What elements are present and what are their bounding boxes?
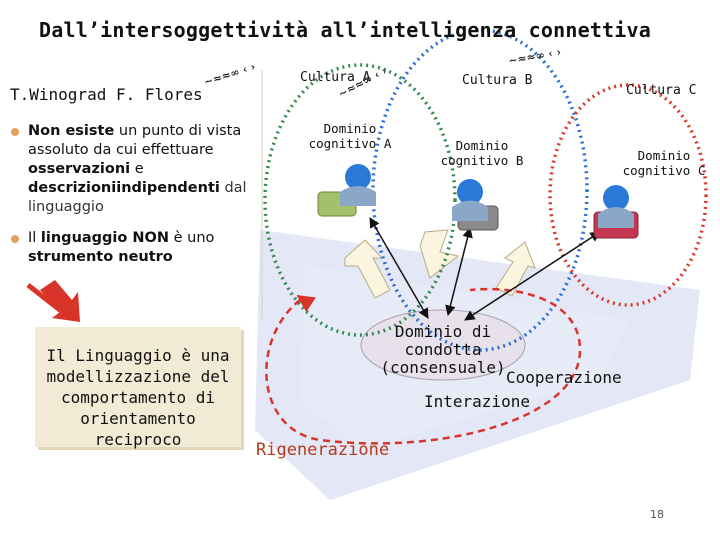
domain-a-line-1: Dominio: [323, 121, 377, 136]
person-b: [452, 179, 499, 231]
conduct-domain-ellipse: [360, 309, 526, 381]
bullet-1-strong-2: osservazioni: [28, 161, 131, 177]
bullet-1-strong-1: Non esiste: [28, 123, 115, 139]
page-number: 18: [650, 508, 664, 521]
culture-b-circle: [371, 28, 589, 352]
bullet-2-text-1: Il: [28, 230, 41, 246]
conduct-domain-label: Dominio di condotta (consensuale): [353, 323, 533, 377]
note-line: Il Linguaggio è una: [46, 346, 230, 365]
conduct-domain-line-2: (consensuale): [380, 358, 506, 377]
note-line: modellizzazione del: [46, 367, 230, 386]
bullet-2: Il linguaggio NON è uno strumento neutro: [8, 229, 260, 267]
bullet-2-strong-1: linguaggio NON: [40, 230, 170, 246]
person-c: [593, 185, 639, 239]
language-note-box: Il Linguaggio è una modellizzazione del …: [35, 327, 241, 449]
culture-b-label: Cultura B: [462, 73, 533, 88]
conduct-domain-line-1: Dominio di condotta: [394, 322, 492, 359]
domain-b-label: Dominio cognitivo B: [436, 138, 528, 168]
note-line: reciproco: [94, 430, 182, 449]
red-arrow: [40, 280, 80, 322]
bullet-1-text-3: dal linguaggio: [28, 180, 247, 215]
note-line: orientamento: [80, 409, 196, 428]
regeneration-label: Rigenerazione: [256, 440, 390, 460]
interaction-arrow-a: [369, 217, 429, 319]
bullet-dot-icon: [11, 235, 19, 243]
culture-a-circle: [263, 63, 457, 337]
interaction-label: Interazione: [424, 392, 530, 411]
interaction-arrow-c: [464, 231, 601, 321]
bullet-2-strong-2: strumento neutro: [28, 249, 173, 265]
bullet-2-text-2: è uno: [169, 230, 215, 246]
bullet-1-strong-3: descrizioniindipendenti: [28, 180, 220, 196]
culture-a-label: Cultura A: [300, 70, 371, 85]
bullet-list: Non esiste un punto di vista assoluto da…: [8, 122, 260, 279]
note-line: comportamento di: [60, 388, 216, 407]
domain-c-line-1: Dominio: [637, 148, 691, 163]
domain-a-line-2: cognitivo A: [308, 136, 392, 151]
bullet-1: Non esiste un punto di vista assoluto da…: [8, 122, 260, 217]
domain-a-label: Dominio cognitivo A: [304, 121, 396, 151]
domain-c-line-2: cognitivo C: [622, 163, 706, 178]
domain-b-line-1: Dominio: [455, 138, 509, 153]
bullet-1-text-2: e: [130, 161, 144, 177]
domain-c-label: Dominio cognitivo C: [618, 148, 710, 178]
person-a: [317, 164, 376, 217]
culture-c-label: Cultura C: [626, 83, 697, 98]
cooperation-label: Cooperazione: [506, 368, 622, 387]
page-title: Dall’intersoggettività all’intelligenza …: [38, 18, 652, 42]
bullet-1-text-1: un punto di vista assoluto da cui effett…: [28, 123, 242, 158]
authors-label: T.Winograd F. Flores: [10, 85, 203, 104]
domain-b-line-2: cognitivo B: [440, 153, 524, 168]
bullet-dot-icon: [11, 128, 19, 136]
culture-c-circle: [548, 83, 708, 307]
